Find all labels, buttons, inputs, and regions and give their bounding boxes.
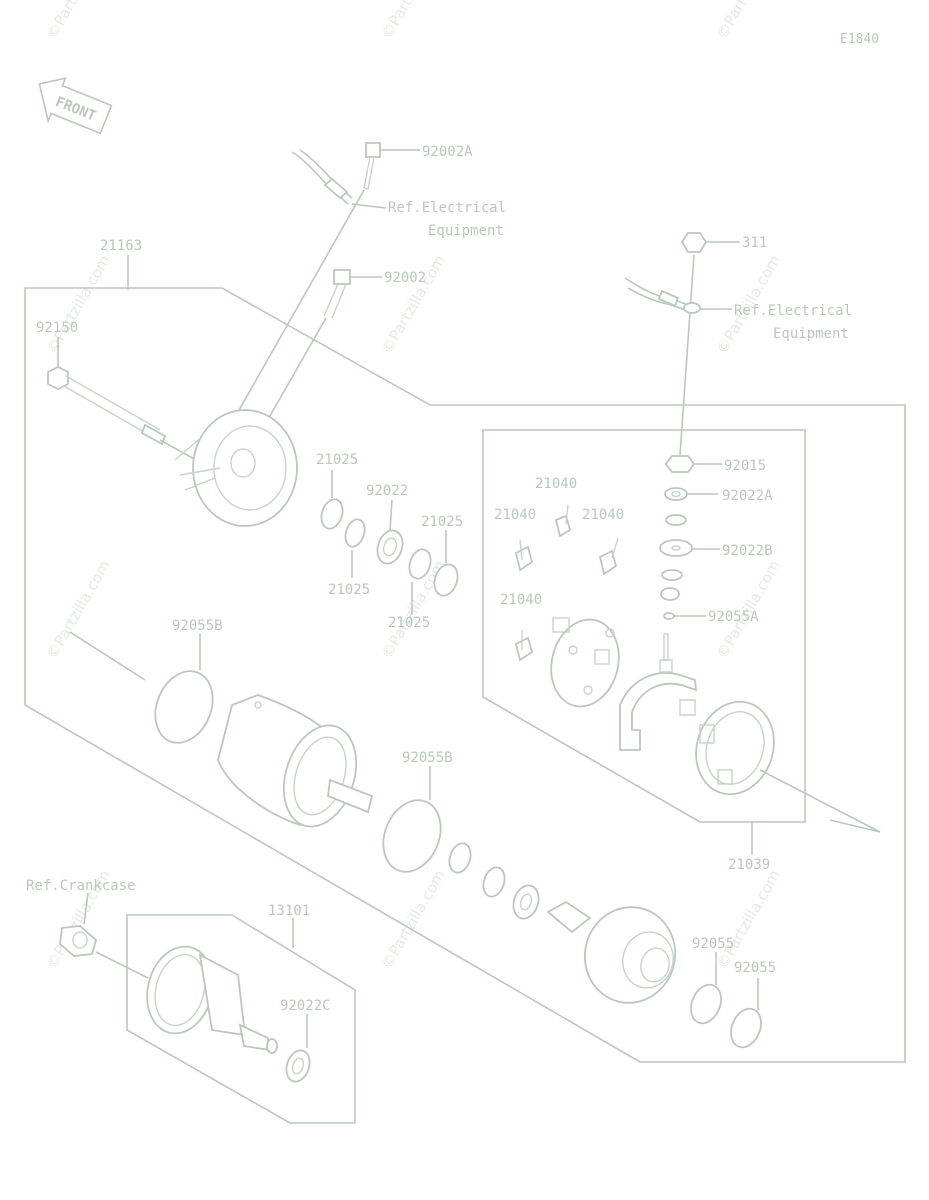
ref-electrical-label-1: Ref.Electrical [388,200,506,216]
shaft-washer-group-icon [448,842,592,934]
bolt-92002A-icon [363,142,420,190]
watermark: ©Partzilla.com [378,867,449,972]
bushing-ref-crankcase-icon [59,892,149,979]
part-label-92002: 92002 [384,270,426,286]
watermark: ©Partzilla.com [43,557,114,662]
bolt-92002-icon [323,269,382,319]
cable-ref-electrical-2 [624,277,732,314]
diagram-code: E1840 [840,32,879,47]
part-label-21025-a: 21025 [316,452,358,468]
part-label-92055-a: 92055 [692,936,734,952]
ref-crankcase-label: Ref.Crankcase [26,878,136,894]
front-arrow-icon: FRONT [38,77,113,135]
part-label-92055B-b: 92055B [402,750,453,766]
washer-92022C-icon [285,1014,311,1083]
motor-end-cover-icon [174,409,298,527]
front-mounting-cover-icon [583,906,677,1004]
watermark: ©Partzilla.com [378,0,449,42]
watermark: ©Partzilla.com [378,252,449,357]
o-ring-92055-icon [690,952,762,1049]
part-label-92022A: 92022A [722,488,773,504]
nut-311-icon [679,232,740,456]
part-label-21025-d: 21025 [388,615,430,631]
assembly-outline-21163 [24,287,906,1063]
brush-21040-icon [514,504,619,662]
cable-ref-electrical-1 [291,149,387,209]
part-label-92022: 92022 [366,483,408,499]
part-label-92022C: 92022C [280,998,331,1014]
part-label-21163: 21163 [100,238,142,254]
part-label-311: 311 [742,235,767,251]
front-arrow-label: FRONT [53,94,98,125]
part-label-13101: 13101 [268,903,310,919]
part-label-21040-c: 21040 [582,507,624,523]
washer-group-21025 [320,470,459,615]
watermark: ©Partzilla.com [43,252,114,357]
brush-plate-icon [550,617,620,708]
part-label-21025-c: 21025 [328,582,370,598]
part-label-21039: 21039 [728,857,770,873]
rear-cover-ring-icon [695,700,881,833]
starter-clutch-gear-13101-icon [146,918,294,1054]
part-label-92022B: 92022B [722,543,773,559]
o-ring-92055B-lower-icon [382,766,442,873]
watermark: ©Partzilla.com [713,0,784,42]
part-label-92150: 92150 [36,320,78,336]
ref-electrical-label-1-line2: Equipment [428,223,504,239]
part-label-92002A: 92002A [422,144,473,160]
part-label-21040-d: 21040 [500,592,542,608]
part-label-92015: 92015 [724,458,766,474]
watermark: ©Partzilla.com [713,867,784,972]
bolt-92150-icon [47,337,201,463]
terminal-stack-icon [659,455,722,661]
motor-yoke-icon [217,694,374,828]
part-label-21040-b: 21040 [494,507,536,523]
part-label-21040-a: 21040 [535,476,577,492]
ref-electrical-label-2-line2: Equipment [773,326,849,342]
part-label-92055-b: 92055 [734,960,776,976]
ref-electrical-label-2: Ref.Electrical [734,303,852,319]
watermark: ©Partzilla.com [43,0,114,42]
o-ring-92055B-upper-icon [69,631,214,744]
part-label-92055A: 92055A [708,609,759,625]
assembly-outline-13101 [126,914,356,1124]
part-label-92055B-a: 92055B [172,618,223,634]
part-label-21025-b: 21025 [421,514,463,530]
brush-holder-bracket-icon [619,659,698,751]
